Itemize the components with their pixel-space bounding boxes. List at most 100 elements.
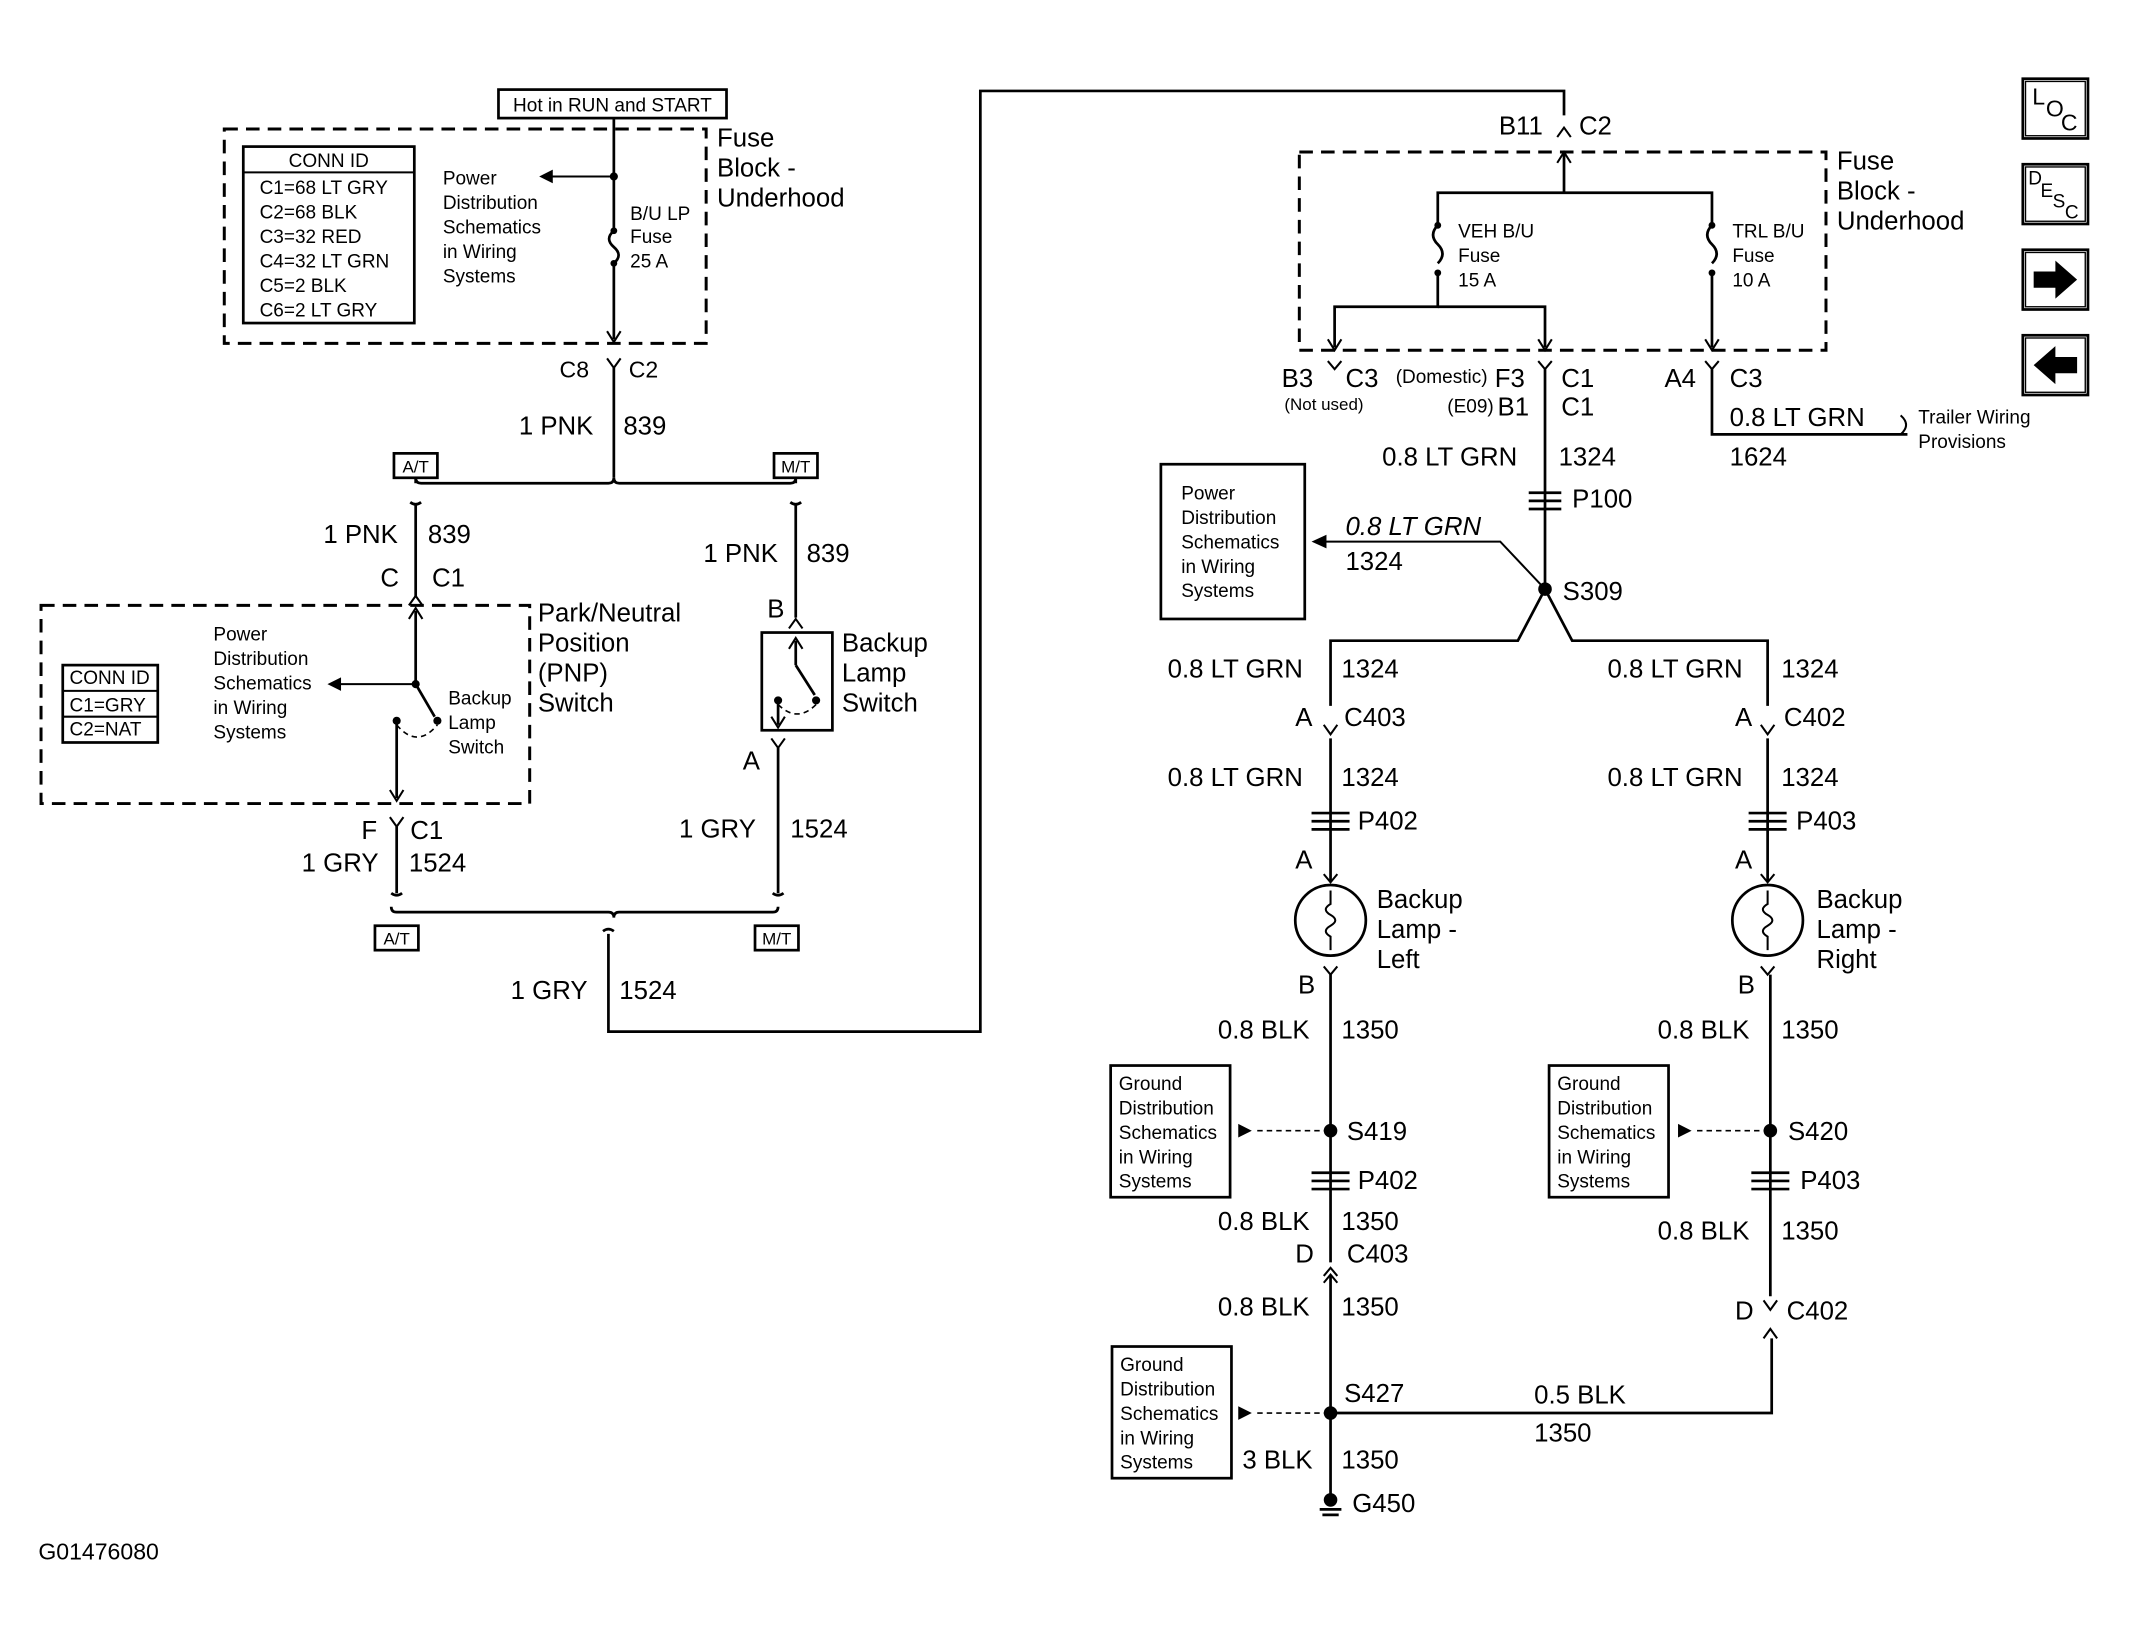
connector-b11-c2 <box>1556 125 1572 138</box>
svg-text:1524: 1524 <box>409 849 466 877</box>
desc-button[interactable]: D E S C <box>2021 162 2090 226</box>
back-button[interactable] <box>2021 333 2090 397</box>
fuse-block-underhood-left-outline <box>222 127 708 345</box>
veh-bu-fuse-symbol <box>1431 224 1444 265</box>
option-bar-top <box>414 477 798 485</box>
pnp-backup-lamp-switch-label: Backup Lamp Switch <box>448 688 511 758</box>
option-mt-top <box>772 452 819 480</box>
svg-text:(E09): (E09) <box>1447 397 1493 418</box>
svg-text:Switch: Switch <box>842 689 918 717</box>
svg-text:C8: C8 <box>560 356 589 382</box>
arrow-left-icon <box>539 169 553 184</box>
svg-text:0.8 BLK: 0.8 BLK <box>1658 1217 1750 1245</box>
next-button[interactable] <box>2021 248 2090 311</box>
veh-bu-fuse-label: VEH B/U Fuse 15 A <box>1458 222 1534 292</box>
svg-text:0.8 LT GRN: 0.8 LT GRN <box>1168 655 1303 683</box>
svg-text:P402: P402 <box>1358 807 1418 835</box>
svg-text:A: A <box>1295 847 1313 875</box>
svg-text:1350: 1350 <box>1341 1447 1398 1475</box>
svg-text:(PNP): (PNP) <box>538 659 608 687</box>
svg-text:C402: C402 <box>1787 1297 1849 1325</box>
splice-pack-p402-top <box>1311 811 1350 831</box>
svg-text:1 PNK: 1 PNK <box>703 540 778 568</box>
svg-text:C: C <box>2065 203 2079 224</box>
svg-text:P100: P100 <box>1572 486 1632 514</box>
svg-text:0.8 BLK: 0.8 BLK <box>1218 1293 1310 1321</box>
svg-text:0.8 LT GRN: 0.8 LT GRN <box>1730 404 1865 432</box>
svg-text:A/T: A/T <box>402 457 428 476</box>
svg-text:Systems: Systems <box>1557 1172 1630 1193</box>
svg-text:Underhood: Underhood <box>717 184 845 212</box>
svg-text:Block -: Block - <box>717 154 796 182</box>
svg-text:1350: 1350 <box>1781 1217 1838 1245</box>
svg-text:C4=32 LT GRN: C4=32 LT GRN <box>260 251 390 272</box>
svg-text:B1: B1 <box>1498 393 1530 421</box>
svg-text:Trailer Wiring: Trailer Wiring <box>1918 408 2030 429</box>
svg-text:S: S <box>2053 192 2066 213</box>
svg-text:10 A: 10 A <box>1732 270 1770 291</box>
svg-text:VEH B/U: VEH B/U <box>1458 222 1534 243</box>
ground-g450-icon <box>1319 1493 1342 1517</box>
splice-s309 <box>1538 582 1552 596</box>
svg-text:Lamp -: Lamp - <box>1816 916 1896 944</box>
svg-text:Schematics: Schematics <box>1557 1123 1655 1144</box>
svg-text:A4: A4 <box>1664 365 1696 393</box>
option-bar-bottom <box>389 906 780 918</box>
svg-text:Left: Left <box>1377 946 1420 974</box>
svg-text:Schematics: Schematics <box>1119 1123 1217 1144</box>
fuse-block-underhood-right-label: Fuse Block - Underhood <box>1837 148 1965 236</box>
svg-text:C3: C3 <box>1345 365 1378 393</box>
svg-text:S420: S420 <box>1788 1118 1848 1146</box>
svg-text:1524: 1524 <box>619 977 676 1005</box>
svg-text:Distribution: Distribution <box>1557 1098 1652 1119</box>
svg-text:Fuse: Fuse <box>630 227 672 248</box>
svg-text:S309: S309 <box>1563 578 1623 606</box>
svg-text:Schematics: Schematics <box>213 674 311 695</box>
svg-text:C: C <box>380 564 399 592</box>
svg-text:1324: 1324 <box>1781 655 1838 683</box>
svg-text:0.8 LT GRN: 0.8 LT GRN <box>1607 655 1742 683</box>
svg-text:839: 839 <box>807 540 850 568</box>
svg-text:C6=2 LT GRY: C6=2 LT GRY <box>260 300 378 321</box>
svg-text:1350: 1350 <box>1341 1016 1398 1044</box>
backup-lamp-right-icon <box>1730 883 1805 957</box>
svg-text:L: L <box>2032 84 2045 110</box>
svg-text:Fuse: Fuse <box>1732 246 1774 267</box>
svg-text:C3: C3 <box>1730 365 1763 393</box>
svg-text:Systems: Systems <box>1120 1453 1193 1474</box>
ground-distribution-ref-s419 <box>1109 1064 1232 1199</box>
svg-text:(Not used): (Not used) <box>1284 395 1363 414</box>
connector-c8-c2 <box>606 357 622 370</box>
svg-text:0.8 BLK: 0.8 BLK <box>1218 1208 1310 1236</box>
svg-text:S419: S419 <box>1347 1118 1407 1146</box>
hot-in-run-start-label: Hot in RUN and START <box>513 95 712 116</box>
svg-text:Ground: Ground <box>1557 1074 1620 1095</box>
svg-text:in Wiring: in Wiring <box>1181 557 1255 578</box>
svg-text:Systems: Systems <box>1181 581 1254 602</box>
svg-text:D: D <box>1735 1297 1754 1325</box>
svg-text:M/T: M/T <box>781 457 810 476</box>
svg-text:A: A <box>743 748 761 776</box>
svg-text:C1=68 LT GRY: C1=68 LT GRY <box>260 178 389 199</box>
svg-text:B3: B3 <box>1282 365 1314 393</box>
option-mt-bottom <box>753 924 800 952</box>
svg-text:B/U LP: B/U LP <box>630 204 690 225</box>
svg-text:C1=GRY: C1=GRY <box>70 695 147 716</box>
svg-text:Distribution: Distribution <box>1181 508 1276 529</box>
arrow-right-icon <box>2033 260 2078 299</box>
svg-text:CONN ID: CONN ID <box>289 151 369 172</box>
loc-button[interactable]: L O C <box>2021 77 2090 140</box>
svg-text:1324: 1324 <box>1781 764 1838 792</box>
bu-lp-fuse-label: B/U LP Fuse 25 A <box>630 204 690 273</box>
svg-text:0.8 LT GRN: 0.8 LT GRN <box>1607 764 1742 792</box>
svg-text:1 GRY: 1 GRY <box>679 816 756 844</box>
svg-text:1 GRY: 1 GRY <box>511 977 588 1005</box>
svg-text:Position: Position <box>538 630 630 658</box>
svg-text:B: B <box>767 596 784 624</box>
svg-text:P402: P402 <box>1358 1167 1418 1195</box>
svg-text:Switch: Switch <box>538 689 614 717</box>
svg-text:B11: B11 <box>1499 112 1543 140</box>
svg-text:Block -: Block - <box>1837 178 1916 206</box>
svg-text:Lamp -: Lamp - <box>1377 916 1457 944</box>
svg-text:F: F <box>361 817 377 845</box>
